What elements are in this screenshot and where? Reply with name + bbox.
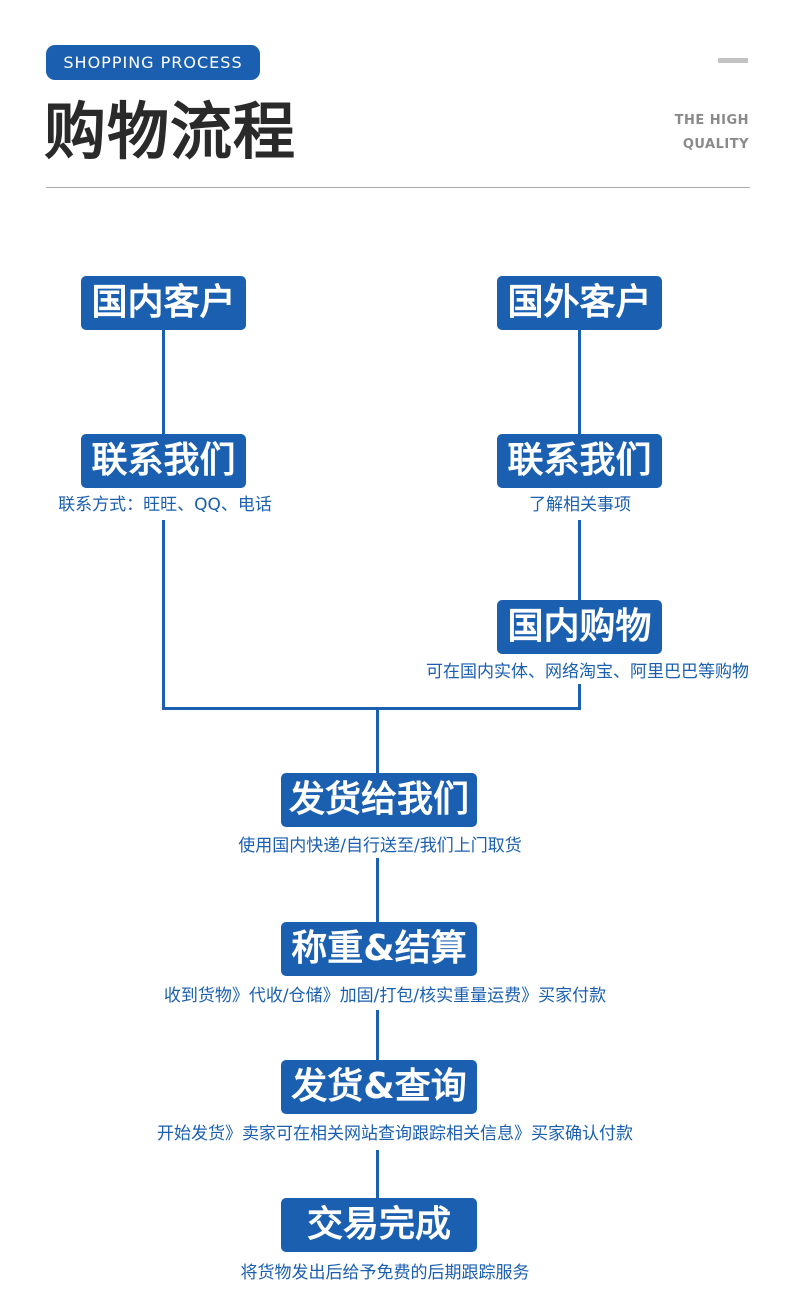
note-transaction-complete: 将货物发出后给予免费的后期跟踪服务 [240, 1263, 530, 1283]
note-ship-to-us: 使用国内快递/自行送至/我们上门取货 [238, 836, 522, 856]
step-contact-us-right: 联系我们 [497, 434, 662, 488]
tagline: THE HIGH QUALITY [675, 109, 749, 157]
tagline-line-2: QUALITY [682, 137, 749, 152]
connector-right-top [578, 330, 581, 434]
connector-center-2 [376, 858, 379, 922]
decorative-dash [718, 58, 748, 63]
section-badge: SHOPPING PROCESS [46, 45, 260, 80]
connector-left-bottom [162, 520, 165, 710]
step-ship-and-track: 发货&查询 [281, 1060, 477, 1114]
note-ship-and-track: 开始发货》卖家可在相关网站查询跟踪相关信息》买家确认付款 [157, 1124, 633, 1144]
connector-left-top [162, 330, 165, 434]
note-domestic-shopping: 可在国内实体、网络淘宝、阿里巴巴等购物 [426, 662, 749, 682]
step-domestic-shopping: 国内购物 [497, 600, 662, 654]
step-weigh-and-settle: 称重&结算 [281, 922, 477, 976]
connector-right-bottom [578, 684, 581, 710]
header-divider [46, 187, 750, 188]
step-ship-to-us: 发货给我们 [281, 773, 477, 827]
note-contact-us-left: 联系方式：旺旺、QQ、电话 [58, 495, 272, 515]
page-title: 购物流程 [44, 95, 297, 168]
step-contact-us-left: 联系我们 [81, 434, 246, 488]
connector-center-4 [376, 1150, 379, 1198]
tagline-line-1: THE HIGH [674, 113, 749, 128]
note-contact-us-right: 了解相关事项 [529, 495, 631, 515]
connector-merge [162, 707, 581, 710]
step-domestic-customer: 国内客户 [81, 276, 246, 330]
note-weigh-and-settle: 收到货物》代收/仓储》加固/打包/核实重量运费》买家付款 [163, 986, 607, 1006]
connector-center-3 [376, 1010, 379, 1060]
step-transaction-complete: 交易完成 [281, 1198, 477, 1252]
step-foreign-customer: 国外客户 [497, 276, 662, 330]
connector-center-1 [376, 707, 379, 773]
connector-right-middle [578, 520, 581, 600]
